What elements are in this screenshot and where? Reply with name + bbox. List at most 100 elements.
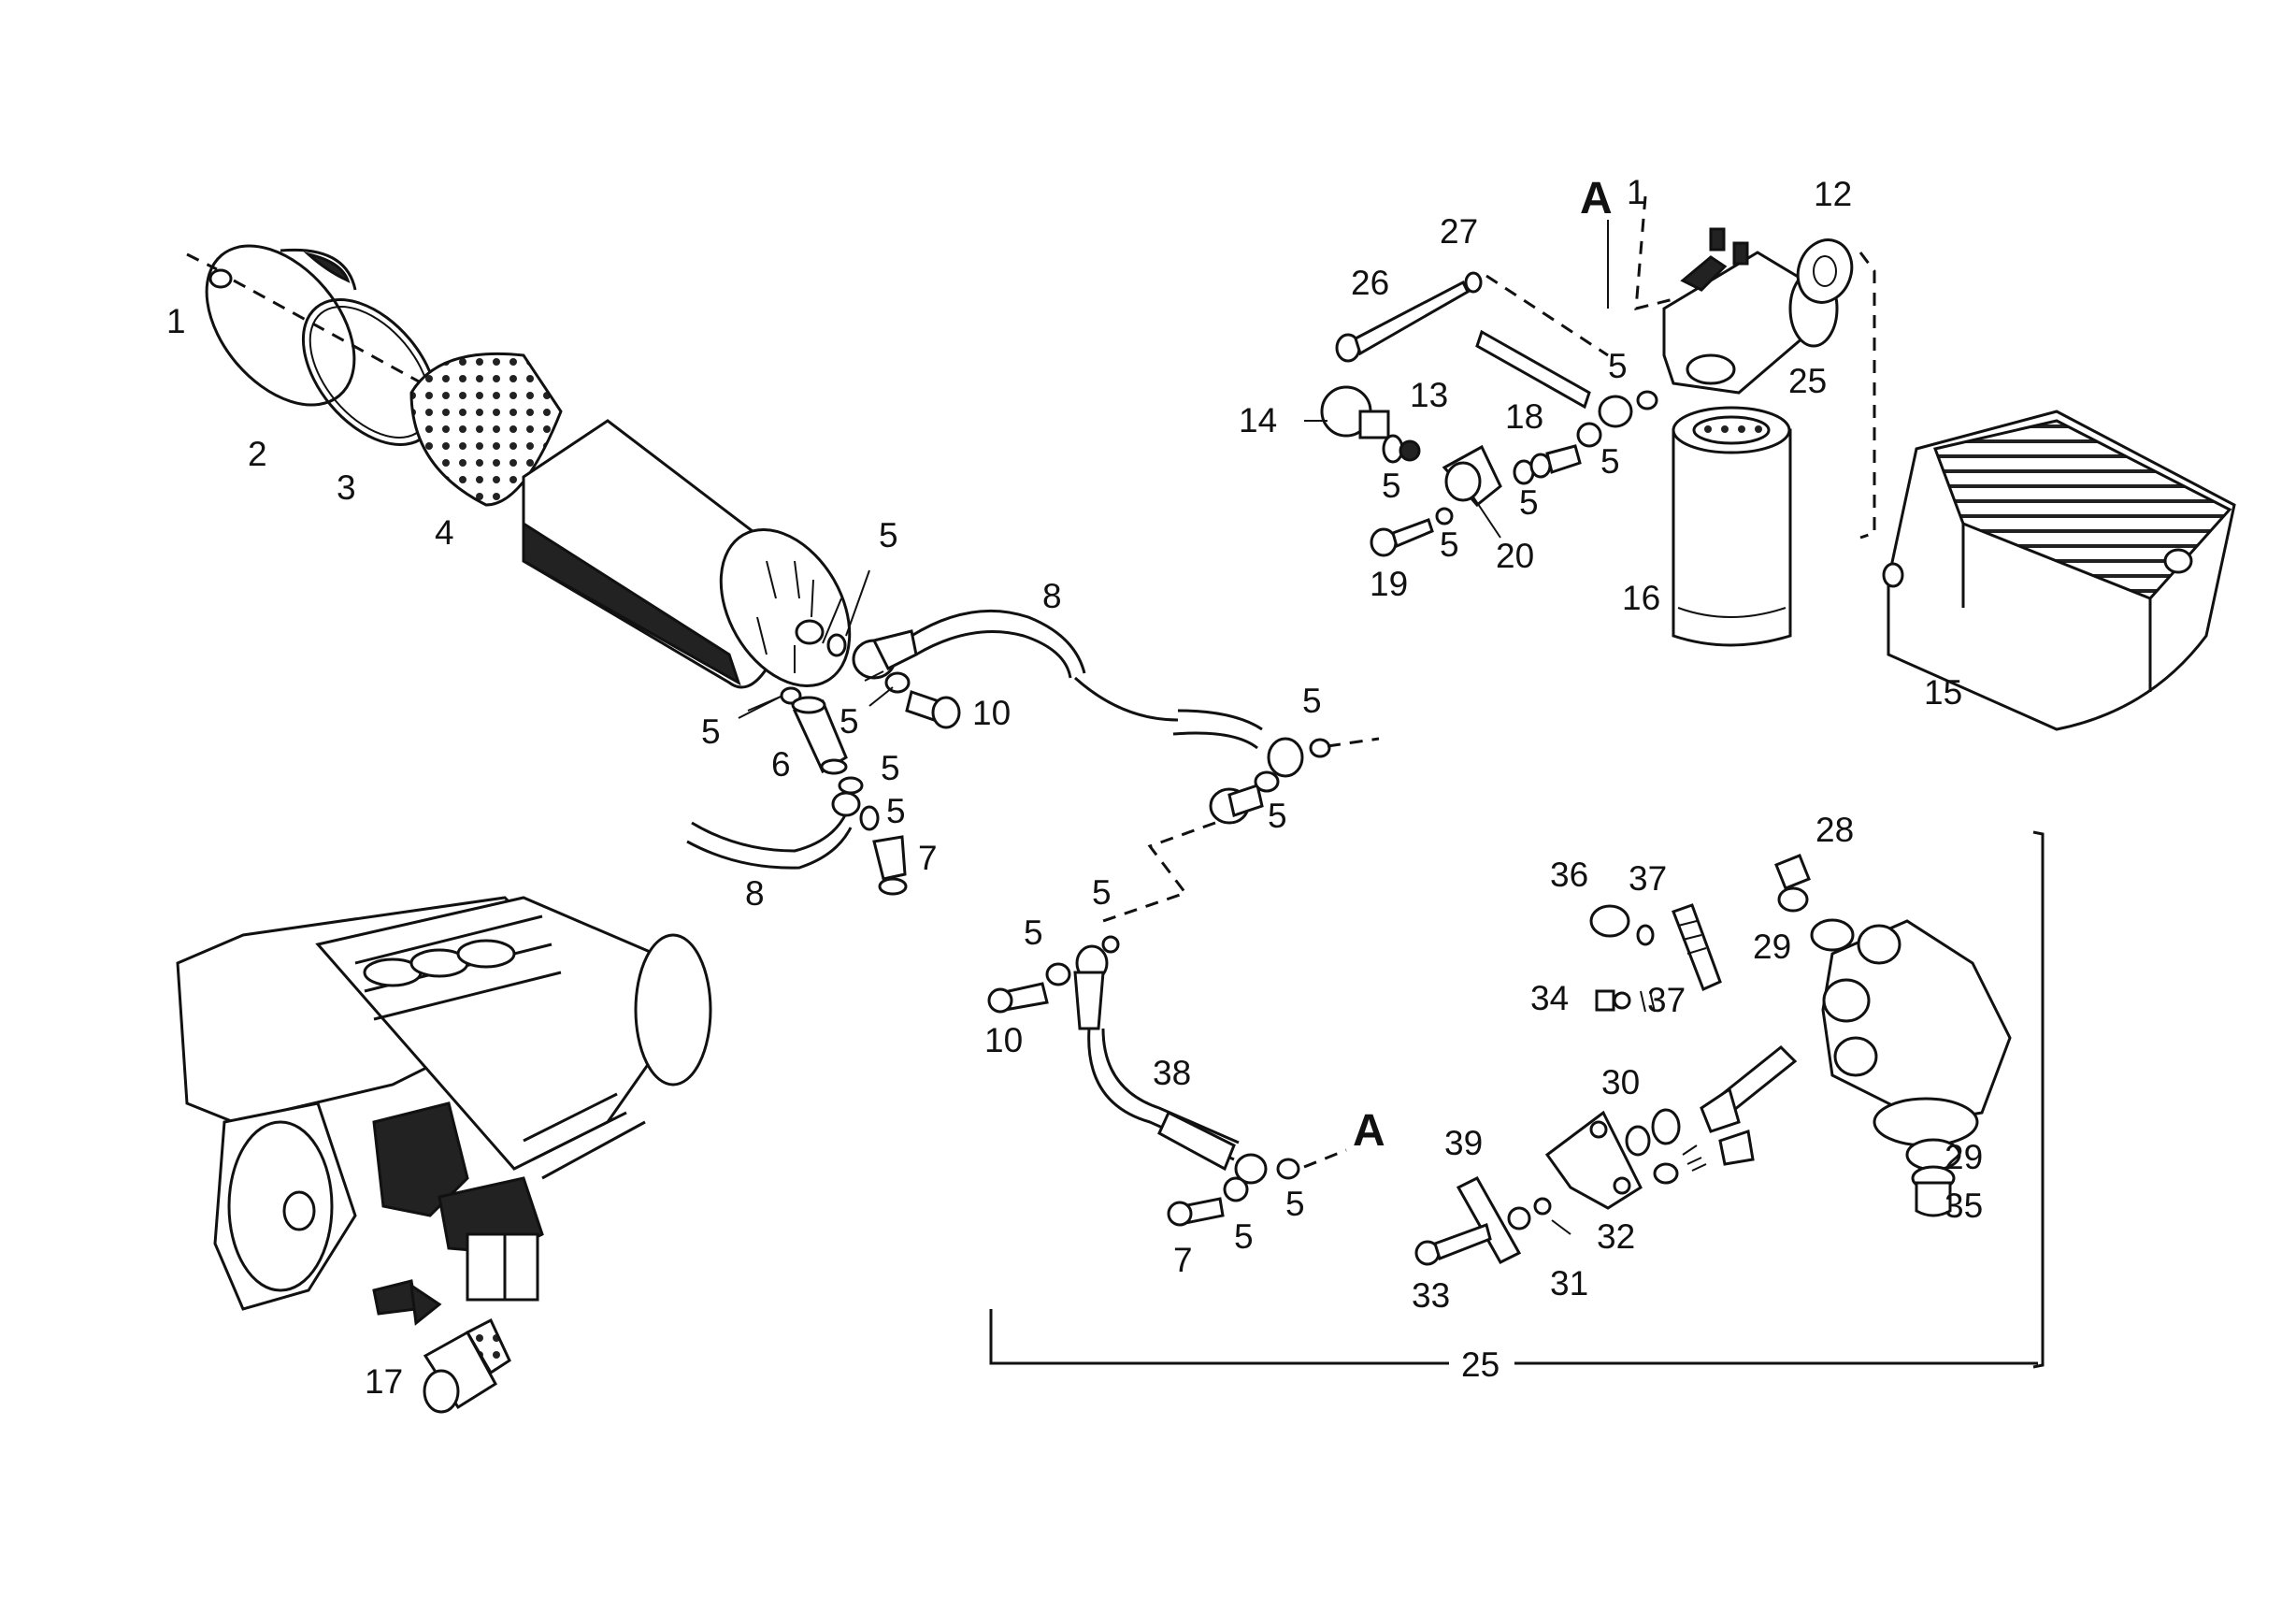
callout-25-b: 25 [1461, 1346, 1500, 1384]
callout-3: 3 [337, 468, 356, 507]
callout-37-b: 37 [1647, 981, 1686, 1019]
bolt-part-19 [1370, 507, 1454, 557]
callout-labels: 1 2 3 4 5 5 5 5 5 5 5 5 5 5 5 5 5 5 5 5 … [166, 173, 1983, 1401]
callout-5-g: 5 [1268, 797, 1287, 835]
callout-5-e: 5 [886, 792, 906, 830]
callout-19: 19 [1370, 565, 1408, 603]
callout-5-o: 5 [1519, 483, 1539, 522]
dashed-line-27 [1485, 274, 1609, 357]
callout-4: 4 [435, 513, 454, 552]
hose-part-8-bottom [686, 776, 880, 870]
reference-A-bottom: A [1353, 1106, 1385, 1156]
callout-29-b: 29 [1944, 1138, 1983, 1176]
callout-5-c: 5 [839, 702, 859, 741]
callout-34: 34 [1530, 979, 1569, 1017]
oil-filter-part-16 [1672, 406, 1792, 647]
tube-part-25-top [1475, 329, 1658, 428]
washer-group-housing [747, 597, 847, 712]
hose-part-38 [1073, 935, 1347, 1185]
banjo-bolt-part-10-top [905, 690, 961, 729]
callout-33: 33 [1412, 1276, 1450, 1315]
bolt-part-7-bottom [1167, 1176, 1249, 1227]
banjo-fitting-top [852, 629, 918, 707]
callout-28: 28 [1815, 811, 1854, 849]
sensor-part-13 [1304, 385, 1421, 464]
callout-38: 38 [1153, 1054, 1191, 1092]
callout-13: 13 [1410, 376, 1448, 414]
reference-A-top: A [1580, 174, 1613, 223]
callout-5-j: 5 [1234, 1217, 1254, 1256]
callout-29-a: 29 [1753, 928, 1791, 966]
fitting-part-17 [423, 1317, 511, 1414]
leader-lines [738, 220, 1609, 719]
callout-5-i: 5 [1024, 914, 1043, 952]
pipe-part-30 [1625, 1044, 1798, 1185]
callout-30: 30 [1601, 1063, 1640, 1101]
callout-2: 2 [248, 435, 267, 473]
callout-12: 12 [1814, 175, 1852, 213]
group-bracket-bottom [989, 1309, 2038, 1365]
screw-part-36 [1589, 904, 1630, 938]
callout-20: 20 [1496, 537, 1534, 575]
callout-7-a: 7 [918, 839, 938, 877]
callout-5-k: 5 [1285, 1185, 1305, 1223]
pump-housing [1821, 919, 2012, 1147]
bolt-and-washers-middle [1209, 770, 1280, 825]
adapter-part-20 [1442, 444, 1502, 539]
engine-illustration-icon [176, 896, 712, 1326]
dashed-route-middle [1102, 821, 1216, 923]
bolt-part-26 [1335, 271, 1483, 363]
callout-27: 27 [1440, 212, 1478, 251]
screw-part-34 [1595, 989, 1631, 1012]
bolt-part-31-32 [1507, 1197, 1571, 1235]
callout-5-l: 5 [1608, 347, 1628, 385]
callout-39: 39 [1444, 1124, 1483, 1162]
callout-18: 18 [1505, 397, 1543, 436]
callout-25-a: 25 [1788, 362, 1827, 400]
callout-10-b: 10 [984, 1021, 1023, 1059]
callout-36: 36 [1550, 856, 1588, 894]
callout-15: 15 [1924, 673, 1962, 712]
gasket-part-12 [1796, 238, 1854, 304]
cover-part-2 [205, 244, 357, 407]
callout-17: 17 [365, 1362, 403, 1401]
oil-cooler-part-15 [1882, 410, 2236, 731]
plug-part-28 [1774, 854, 1811, 913]
fitting-part-6 [791, 696, 848, 775]
hose-part-8-top [911, 609, 1380, 778]
callout-5-a: 5 [879, 516, 898, 554]
callout-32: 32 [1597, 1217, 1635, 1256]
callout-14: 14 [1239, 401, 1277, 439]
callout-10-a: 10 [972, 694, 1011, 732]
callout-8-a: 8 [1042, 577, 1062, 615]
callout-5-h: 5 [1092, 873, 1112, 912]
valve-spring [1672, 903, 1722, 992]
bolt-part-33 [1414, 1223, 1492, 1266]
bolt-part-10-bottom [987, 962, 1071, 1014]
reference-A-top-sub: 1 [1627, 173, 1646, 211]
callout-37-a: 37 [1629, 859, 1667, 898]
air-cleaner-housing [522, 419, 852, 689]
callout-35: 35 [1944, 1187, 1983, 1225]
flange-bracket [1544, 1110, 1643, 1210]
group-bracket-right [2032, 830, 2045, 1369]
callout-26: 26 [1351, 264, 1389, 302]
banjo-bolt-part-18 [1513, 422, 1602, 485]
seal-part-37-top [1636, 924, 1655, 946]
seal-part-37-bottom [1640, 990, 1656, 1013]
callout-7-b: 7 [1173, 1241, 1193, 1279]
callout-6: 6 [771, 745, 791, 784]
callout-5-n: 5 [1600, 442, 1620, 481]
plug-part-35 [1911, 1165, 1956, 1217]
seal-ring-part-29-top [1810, 918, 1855, 952]
cover-screw-part-1 [186, 252, 233, 289]
callout-5-f: 5 [1302, 682, 1322, 720]
callout-1: 1 [166, 302, 186, 340]
callout-16: 16 [1622, 579, 1660, 617]
callout-8-b: 8 [745, 874, 765, 913]
callout-5-b: 5 [701, 712, 721, 751]
callout-5-p: 5 [1440, 525, 1459, 564]
centre-line-1 [233, 279, 440, 395]
banjo-bolt-part-7-top [872, 835, 908, 896]
